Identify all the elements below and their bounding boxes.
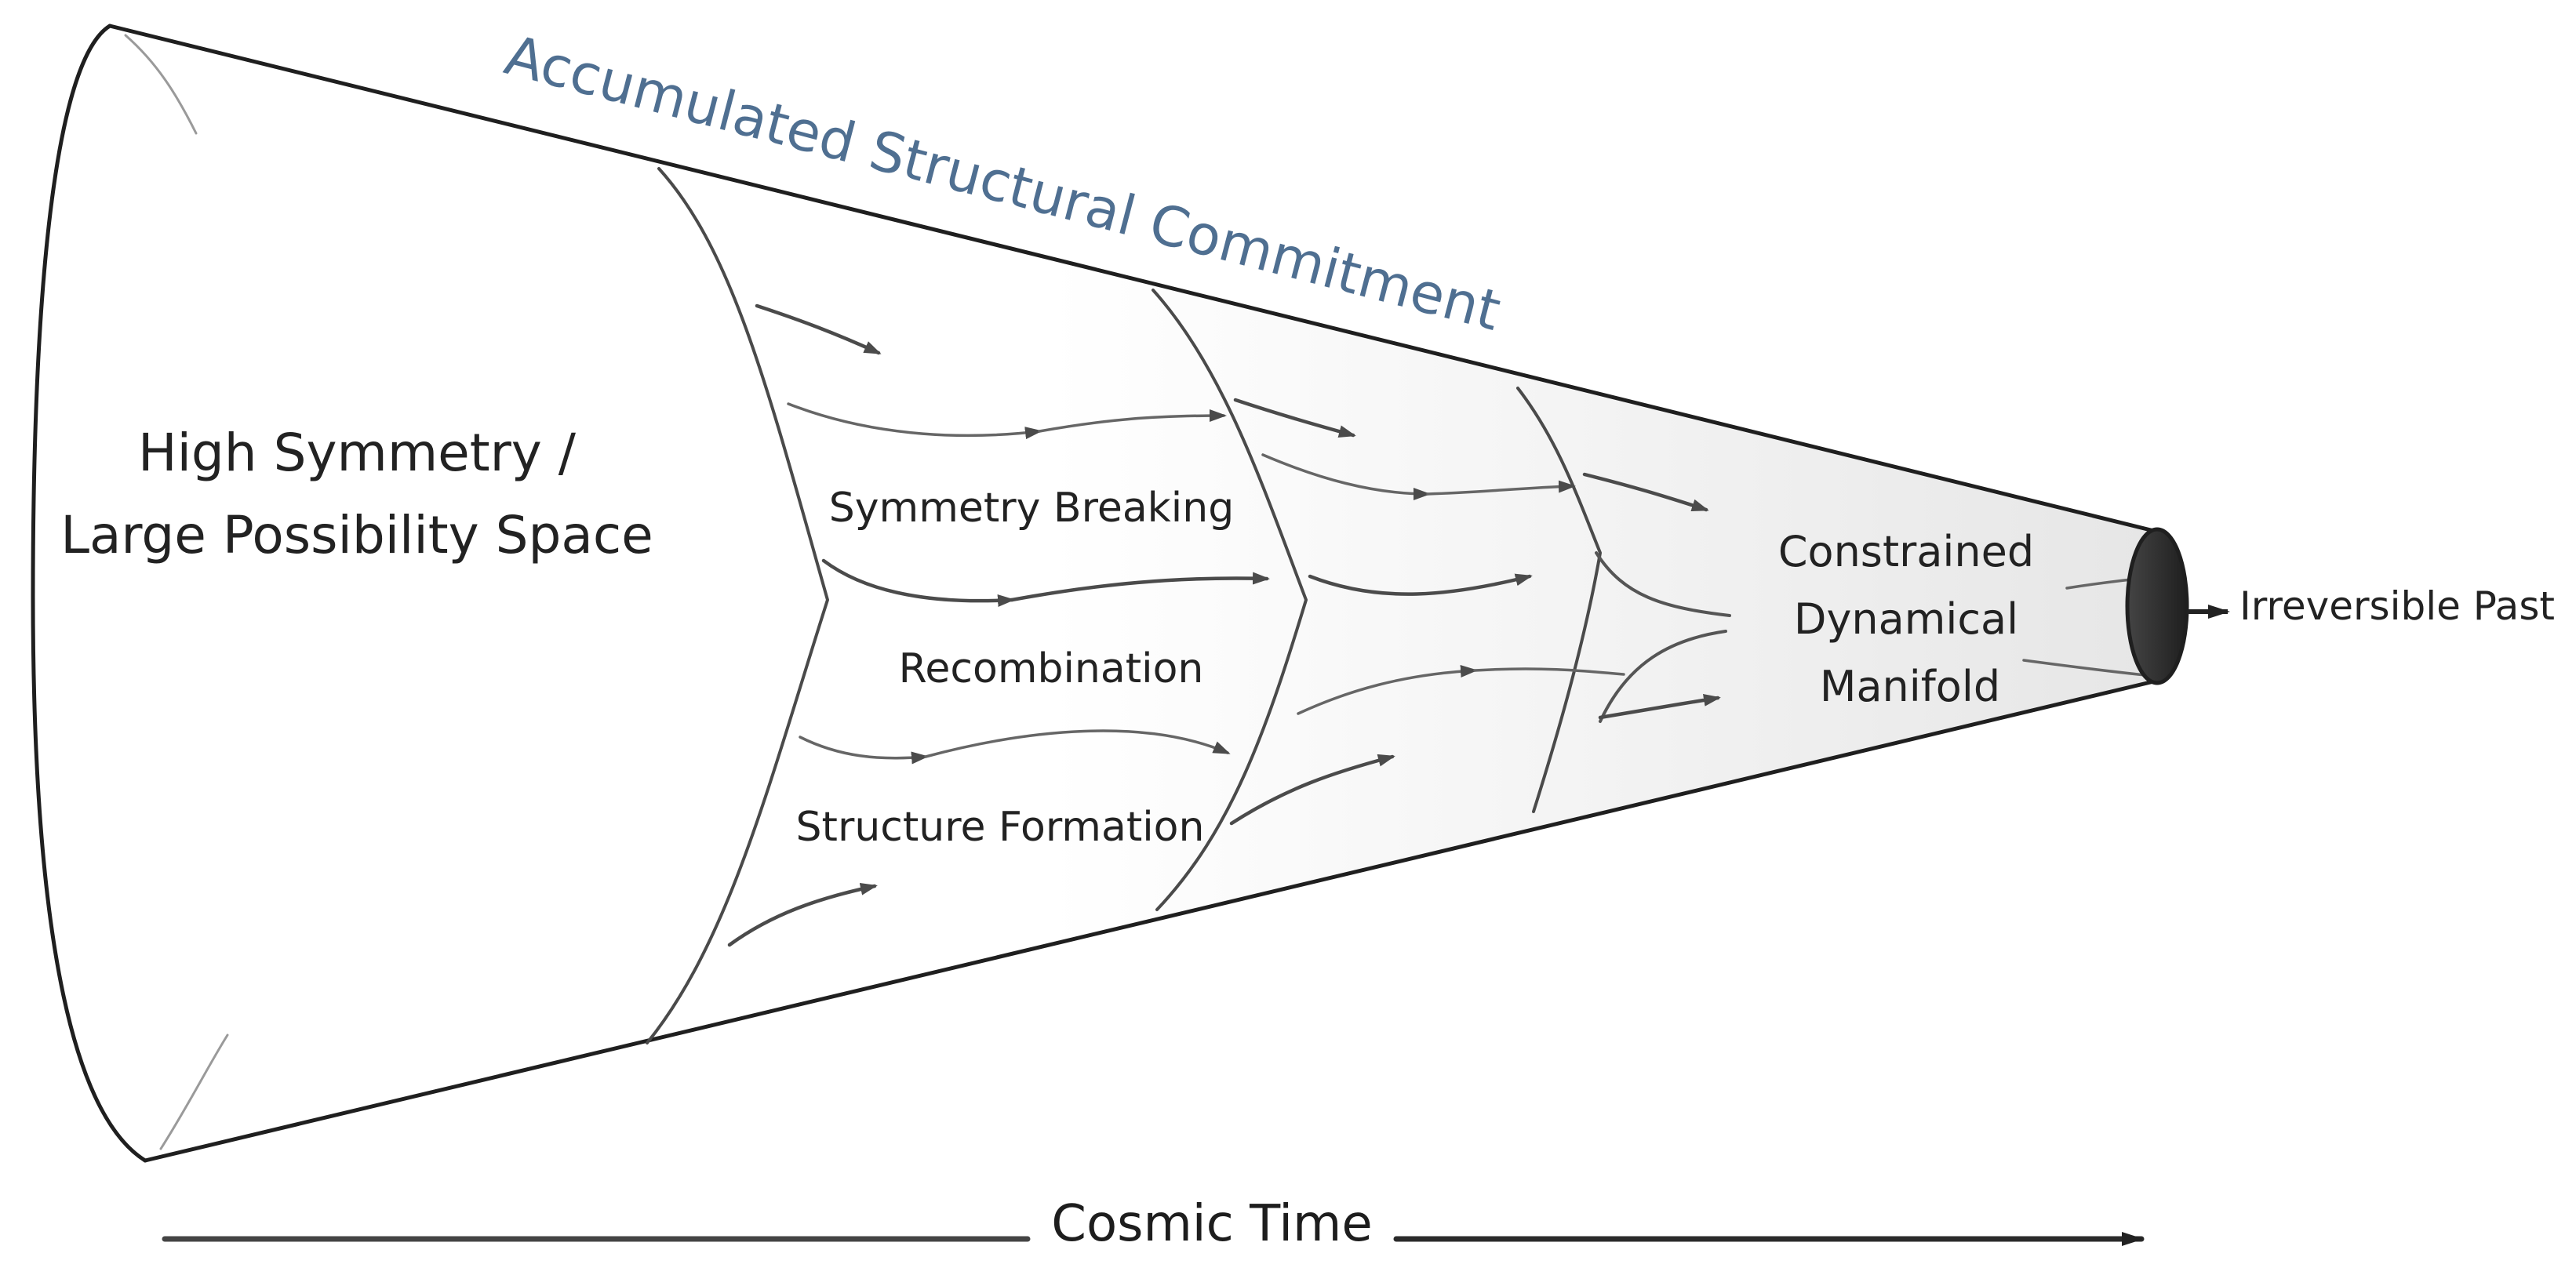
right-region-line-2: Dynamical (1794, 594, 2018, 644)
stage-recombination: Recombination (899, 645, 1204, 692)
stage-structure-formation: Structure Formation (796, 804, 1205, 851)
section-line-4 (1595, 551, 1731, 617)
stage-symmetry-breaking: Symmetry Breaking (829, 485, 1234, 532)
section-line-3 (1516, 387, 1602, 813)
flow-arrow-1 (755, 303, 882, 355)
cone-bottom-edge (143, 678, 2159, 1163)
flow-arrow-4 (821, 558, 1015, 607)
cone-body (27, 26, 2157, 1161)
flow-arrow-15 (1229, 754, 1395, 826)
flow-arrow-12 (1308, 573, 1533, 596)
flow-arrow-11 (1426, 480, 1576, 496)
left-region-line-2: Large Possibility Space (60, 505, 653, 565)
flow-arrow-19 (2022, 659, 2155, 678)
left-region-line-1: High Symmetry / (138, 423, 577, 483)
flow-arrow-14 (1473, 667, 1625, 676)
flow-arrow-2 (787, 402, 1042, 440)
flow-arrow-13 (1297, 665, 1478, 715)
flow-arrow-10 (1261, 453, 1431, 500)
section-line-5 (1599, 630, 1727, 723)
irreversible-end-cap (2125, 527, 2189, 685)
flow-arrow-8 (727, 882, 878, 947)
cone-rim-shadow-bottom (159, 1034, 229, 1150)
cone-rim-shadow-top (124, 34, 198, 135)
flow-arrow-16 (1582, 472, 1709, 512)
time-axis-label: Cosmic Time (1051, 1195, 1372, 1253)
flow-arrow-7 (924, 729, 1231, 758)
section-line-1 (646, 167, 829, 1044)
cone-top-edge (107, 24, 2159, 534)
flow-arrow-6 (799, 736, 929, 765)
cone-opening-rim (31, 24, 147, 1163)
flow-arrow-5 (1010, 572, 1270, 602)
flow-arrow-3 (1038, 409, 1227, 433)
right-region-line-3: Manifold (1820, 662, 2000, 711)
flow-arrow-9 (1233, 398, 1356, 438)
right-region-line-1: Constrained (1778, 527, 2034, 576)
endpoint-label: Irreversible Past (2239, 583, 2555, 629)
section-line-2 (1152, 289, 1308, 911)
flow-arrow-17 (1598, 693, 1721, 720)
